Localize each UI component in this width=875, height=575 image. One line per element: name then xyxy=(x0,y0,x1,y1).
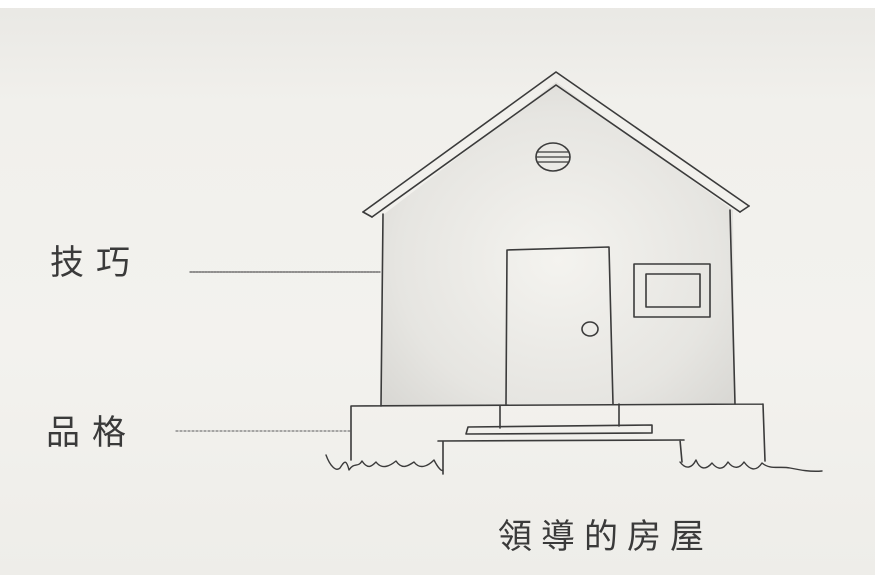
diagram-caption: 領導的房屋 xyxy=(498,517,713,557)
foundation-inner-top xyxy=(499,403,620,429)
wall-right xyxy=(729,209,736,405)
roof-left-end xyxy=(362,211,373,218)
step-upper xyxy=(465,424,653,435)
grass-right xyxy=(679,459,823,472)
foundation xyxy=(350,403,766,462)
step-lower xyxy=(437,439,685,475)
attic-vent-slats xyxy=(536,151,570,163)
attic-vent xyxy=(535,142,571,172)
label-character: 品格 xyxy=(46,413,138,453)
grass-left xyxy=(325,454,444,472)
door-knob xyxy=(581,321,599,337)
paper-edge xyxy=(0,0,875,8)
window-inner xyxy=(645,273,701,308)
label-skill: 技巧 xyxy=(50,243,142,283)
house-wall xyxy=(381,82,735,406)
window-outer xyxy=(633,263,711,318)
roof-outer xyxy=(362,71,750,213)
roof-inner xyxy=(371,84,741,218)
wall-left xyxy=(380,213,384,407)
roof-right-end xyxy=(739,205,750,213)
door xyxy=(505,246,614,405)
